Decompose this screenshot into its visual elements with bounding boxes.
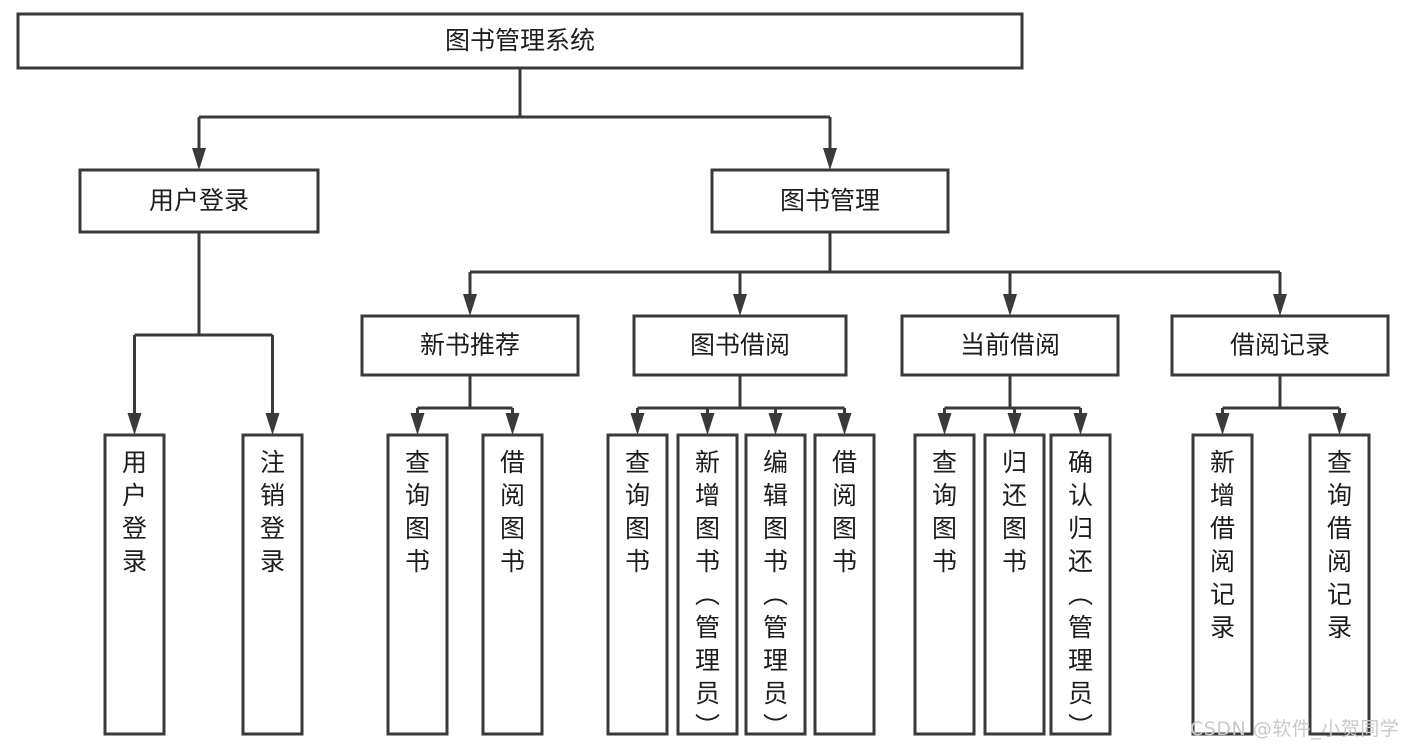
- node-box-leaf-return-book: [983, 433, 1046, 736]
- node-leaf-user-logout[interactable]: 注销登录: [241, 433, 304, 736]
- node-label-leaf-add-record: 新增借阅记录: [1210, 448, 1235, 642]
- node-label-leaf-query-book-3: 查询图书: [932, 448, 957, 576]
- node-book-management[interactable]: 图书管理: [710, 168, 950, 234]
- node-box-leaf-user-login: [103, 433, 166, 736]
- node-box-book-management: [710, 168, 950, 234]
- node-leaf-confirm-return[interactable]: 确认归还︵管理员︶: [1049, 433, 1112, 741]
- node-leaf-query-book-3[interactable]: 查询图书: [913, 433, 976, 736]
- node-box-new-book-recommend: [360, 314, 580, 377]
- node-leaf-query-book-1[interactable]: 查询图书: [386, 433, 449, 736]
- node-label-leaf-user-login: 用户登录: [122, 448, 147, 576]
- node-user-login[interactable]: 用户登录: [78, 168, 320, 234]
- node-label-leaf-confirm-return: 确认归还︵管理员︶: [1068, 448, 1093, 741]
- node-label-leaf-add-book: 新增图书︵管理员︶: [695, 448, 720, 741]
- node-label-leaf-query-book-2: 查询图书: [625, 448, 650, 576]
- node-box-leaf-query-book-3: [913, 433, 976, 736]
- node-label-leaf-query-record: 查询借阅记录: [1327, 448, 1352, 642]
- node-borrow-record[interactable]: 借阅记录: [1170, 314, 1390, 377]
- node-box-leaf-confirm-return: [1049, 433, 1112, 736]
- node-root[interactable]: 图书管理系统: [16, 12, 1024, 70]
- node-leaf-edit-book[interactable]: 编辑图书︵管理员︶: [744, 433, 807, 741]
- node-box-leaf-user-logout: [241, 433, 304, 736]
- node-box-leaf-borrow-book-1: [481, 433, 544, 736]
- node-box-leaf-query-book-2: [606, 433, 669, 736]
- node-box-borrow-record: [1170, 314, 1390, 377]
- node-leaf-user-login[interactable]: 用户登录: [103, 433, 166, 736]
- node-label-leaf-borrow-book-1: 借阅图书: [500, 448, 525, 576]
- node-leaf-query-book-2[interactable]: 查询图书: [606, 433, 669, 736]
- node-box-root: [16, 12, 1024, 70]
- node-box-user-login: [78, 168, 320, 234]
- node-box-current-borrow: [900, 314, 1120, 377]
- node-label-book-borrow: 图书借阅: [690, 331, 790, 360]
- node-leaf-add-record[interactable]: 新增借阅记录: [1191, 433, 1254, 736]
- edge-layer: [127, 68, 1347, 435]
- node-box-leaf-add-record: [1191, 433, 1254, 736]
- node-leaf-add-book[interactable]: 新增图书︵管理员︶: [676, 433, 739, 741]
- node-label-leaf-edit-book: 编辑图书︵管理员︶: [763, 448, 788, 741]
- node-label-leaf-query-book-1: 查询图书: [405, 448, 430, 576]
- node-new-book-recommend[interactable]: 新书推荐: [360, 314, 580, 377]
- node-label-leaf-return-book: 归还图书: [1002, 448, 1027, 576]
- node-leaf-return-book[interactable]: 归还图书: [983, 433, 1046, 736]
- node-book-borrow[interactable]: 图书借阅: [632, 314, 848, 377]
- node-box-leaf-add-book: [676, 433, 739, 736]
- node-label-leaf-user-logout: 注销登录: [260, 448, 285, 576]
- node-box-book-borrow: [632, 314, 848, 377]
- node-label-book-management: 图书管理: [780, 186, 880, 215]
- node-layer: 图书管理系统用户登录图书管理新书推荐图书借阅当前借阅借阅记录用户登录注销登录查询…: [16, 12, 1390, 741]
- node-leaf-borrow-book-1[interactable]: 借阅图书: [481, 433, 544, 736]
- node-label-borrow-record: 借阅记录: [1230, 331, 1330, 360]
- node-box-leaf-query-book-1: [386, 433, 449, 736]
- node-label-root: 图书管理系统: [445, 26, 595, 55]
- node-current-borrow[interactable]: 当前借阅: [900, 314, 1120, 377]
- node-leaf-borrow-book-2[interactable]: 借阅图书: [813, 433, 876, 736]
- node-label-user-login: 用户登录: [149, 186, 249, 215]
- node-box-leaf-borrow-book-2: [813, 433, 876, 736]
- node-label-new-book-recommend: 新书推荐: [420, 331, 520, 360]
- node-label-leaf-borrow-book-2: 借阅图书: [832, 448, 857, 576]
- node-box-leaf-query-record: [1308, 433, 1371, 736]
- node-box-leaf-edit-book: [744, 433, 807, 736]
- node-label-current-borrow: 当前借阅: [960, 331, 1060, 360]
- node-leaf-query-record[interactable]: 查询借阅记录: [1308, 433, 1371, 736]
